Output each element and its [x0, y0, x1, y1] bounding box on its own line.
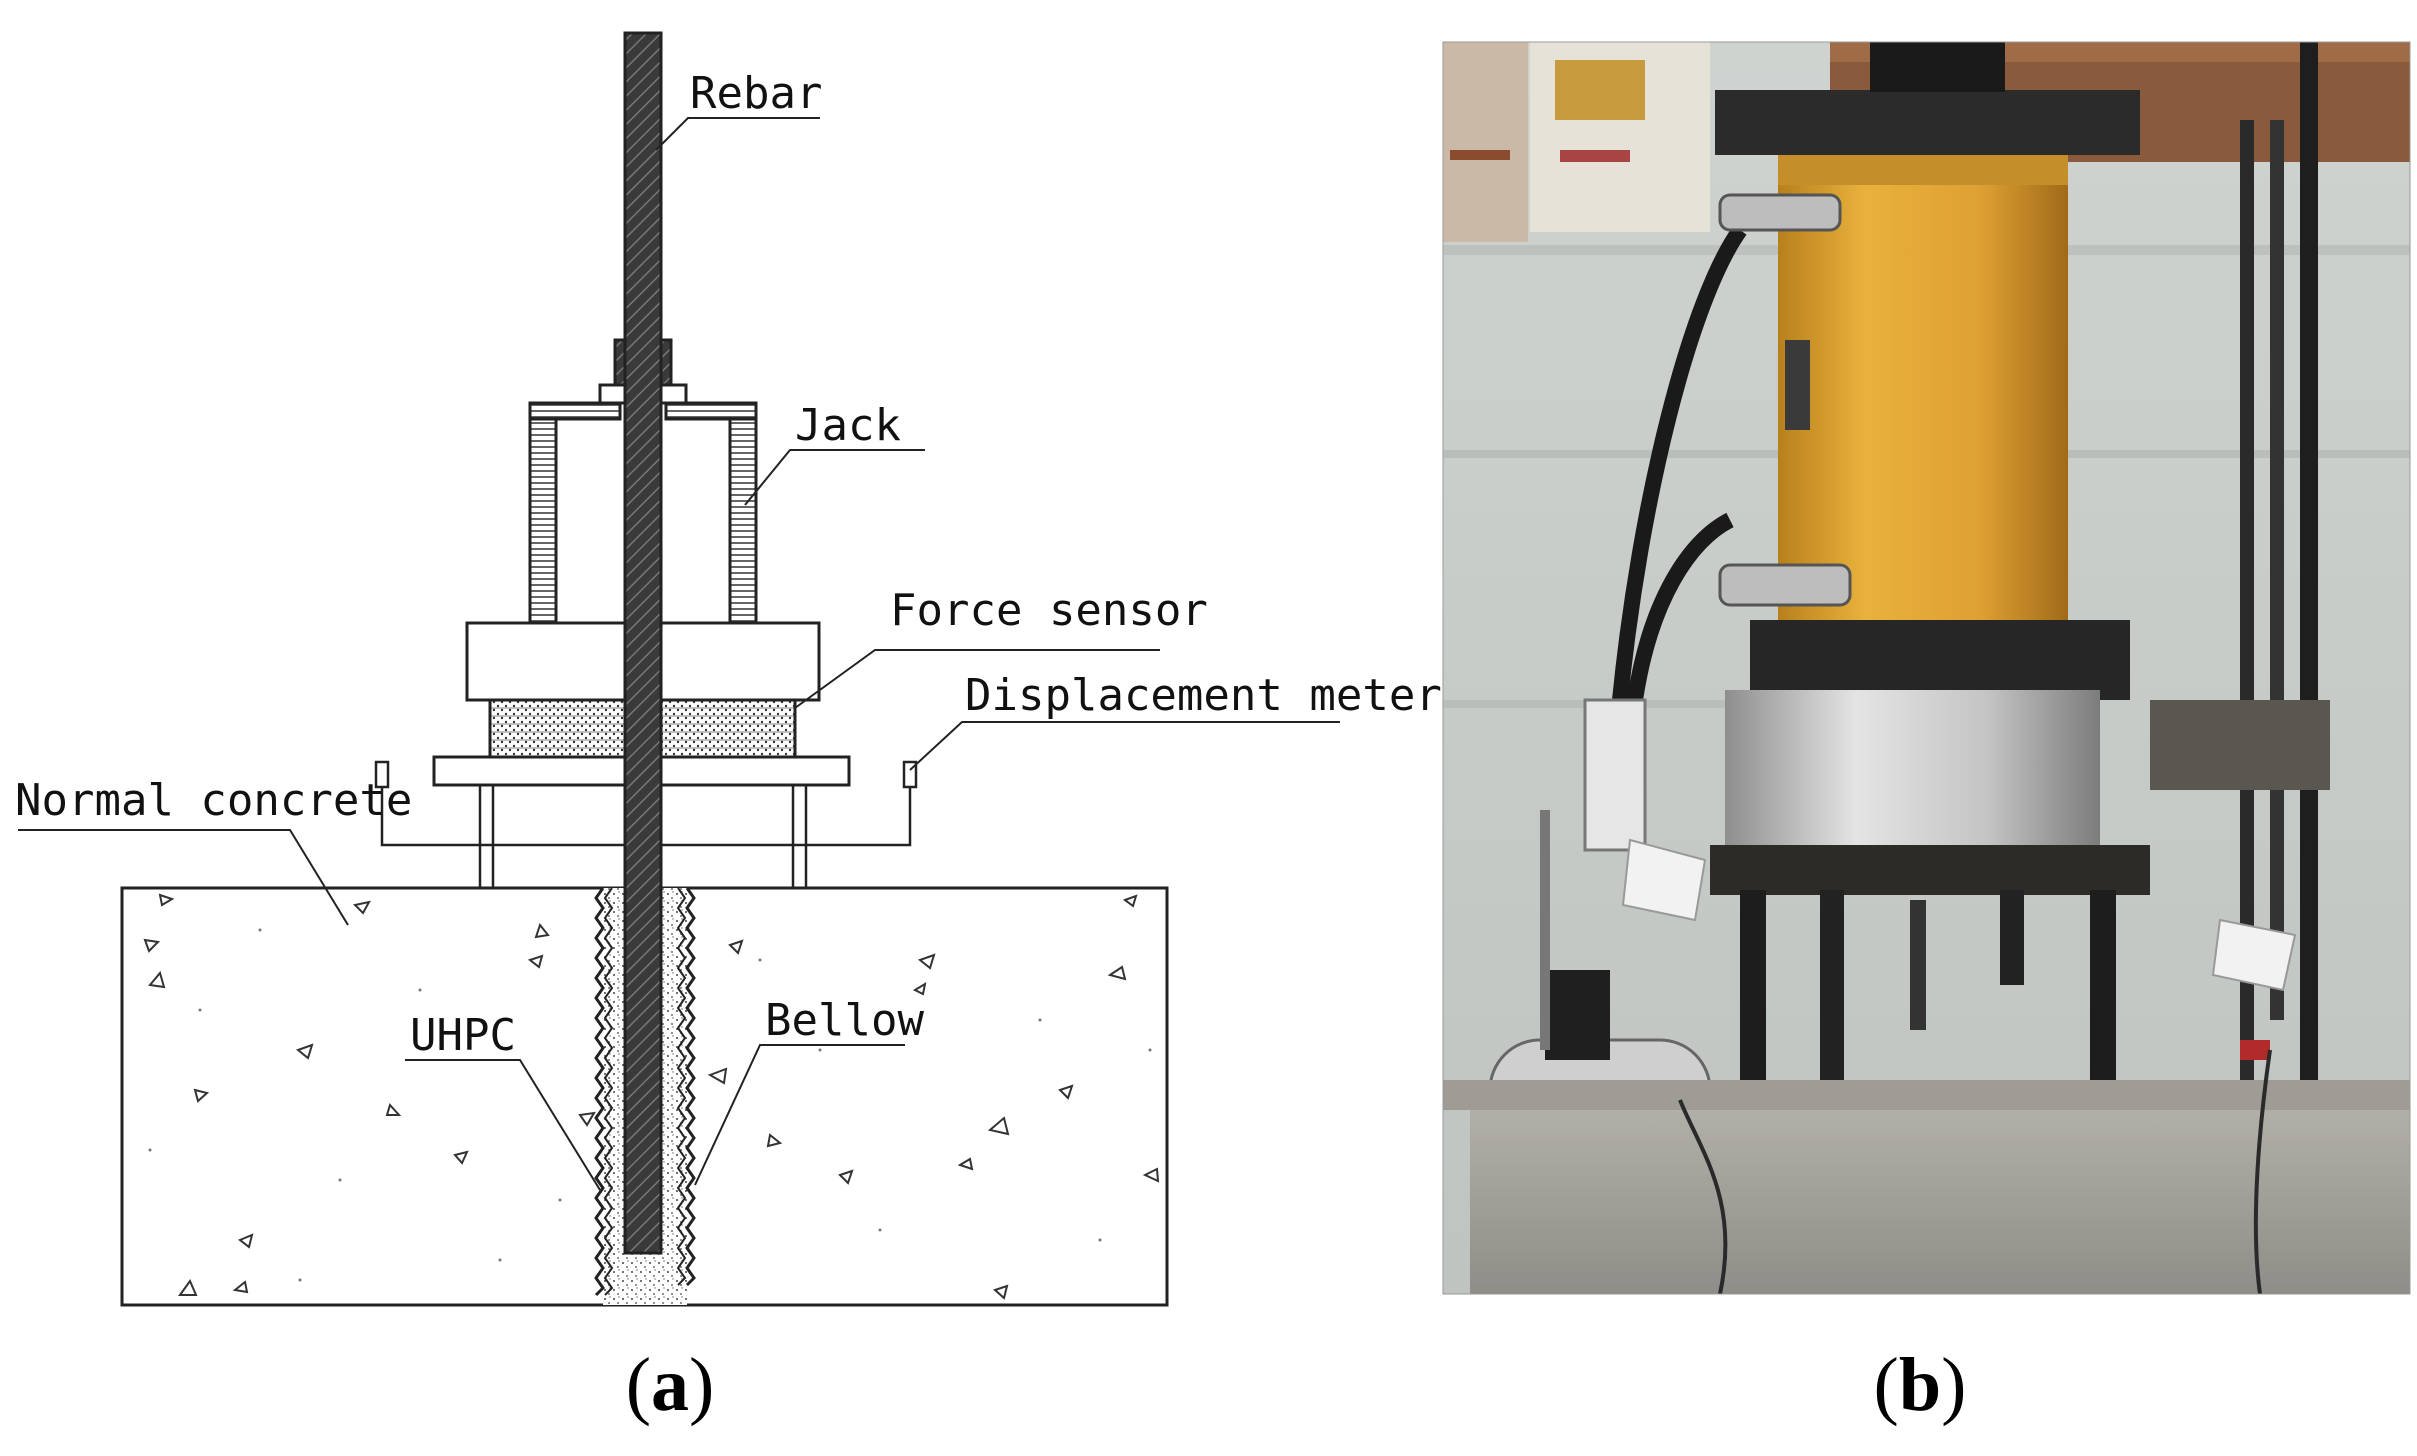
bellow-left-wall-inner: [603, 887, 614, 1296]
photo-hose-1: [1612, 225, 1747, 701]
photo-clamp-top: [1718, 193, 1842, 232]
photo-rebar-1: [2240, 120, 2254, 1120]
caption-a-close: ): [689, 1343, 714, 1427]
bellow-right-wall: [685, 887, 696, 1287]
bellow-right-wall-inner: [676, 887, 687, 1286]
label-displacement-meter: Displacement meter: [965, 670, 1442, 721]
rebar: [623, 31, 663, 1255]
photo-rebar-2: [2270, 120, 2284, 1020]
caption-a-open: (: [626, 1343, 651, 1427]
photo-rebar-3: [2300, 42, 2318, 1292]
photo-displacement-meter: [1583, 698, 1647, 852]
photo-jack-body: [1778, 155, 2068, 645]
photo-border: [1442, 41, 2411, 1295]
caption-a: (a): [626, 1343, 715, 1427]
photo-bottom-plate: [1710, 845, 2150, 895]
photo-clamp-bottom: [1718, 563, 1852, 607]
photo-hose-2: [1627, 512, 1734, 702]
panel-a-schematic: Rebar Jack Force sensor Displacement met…: [15, 31, 1442, 1427]
leader-lines: [18, 117, 1340, 1191]
caption-b-close: ): [1941, 1343, 1966, 1427]
aggregate-markers: [143, 893, 1160, 1300]
panel-b-photo: [1443, 42, 2410, 1294]
photo-black-plate: [1750, 620, 2130, 700]
label-normal-concrete: Normal concrete: [15, 775, 412, 826]
caption-a-letter: a: [651, 1343, 689, 1427]
jack-wall-right: [728, 401, 758, 625]
photo-sensor-cylinder: [1725, 690, 2100, 860]
label-jack: Jack: [795, 400, 901, 451]
jack-top-left: [528, 401, 622, 421]
caption-b-letter: b: [1899, 1343, 1941, 1427]
caption-b: (b): [1874, 1343, 1967, 1427]
photo-concrete-block: [1470, 1100, 2410, 1294]
label-uhpc: UHPC: [410, 1010, 516, 1061]
label-force-sensor: Force sensor: [890, 585, 1208, 636]
label-rebar: Rebar: [690, 68, 822, 119]
jack-top-right: [664, 401, 758, 421]
label-bellow: Bellow: [765, 995, 924, 1046]
caption-b-open: (: [1874, 1343, 1899, 1427]
bellow-left-wall: [594, 887, 605, 1297]
photo-top-plate: [1715, 90, 2140, 155]
displacement-meter-left: [374, 760, 390, 789]
photo-poster-left: [1443, 42, 1528, 242]
jack-wall-left: [528, 401, 558, 625]
